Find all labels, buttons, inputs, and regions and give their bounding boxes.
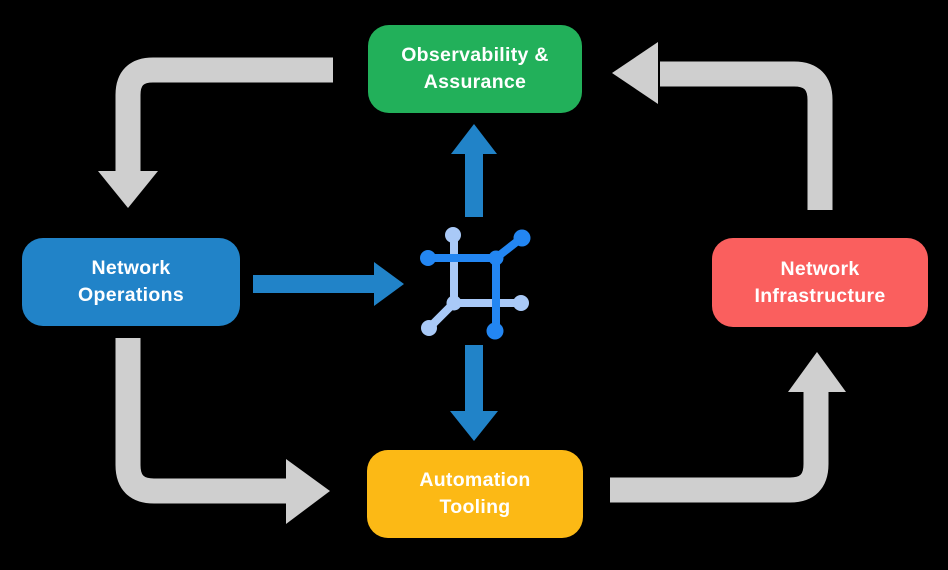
arrow-shaft <box>115 338 286 504</box>
icon-node-dark <box>513 229 531 247</box>
node-label: Automation Tooling <box>419 469 531 518</box>
arrow-head-right <box>286 459 330 524</box>
arrow-hub-to-automation <box>450 345 498 441</box>
arrow-shaft <box>115 57 333 173</box>
icon-node-light <box>513 295 529 311</box>
arrow-head-left <box>612 42 658 104</box>
arrow-head-up <box>451 124 497 154</box>
icon-node-dark <box>420 250 436 266</box>
node-label: Network Operations <box>78 257 184 306</box>
arrow-head-right <box>374 262 404 306</box>
arrow-operations-to-hub <box>253 262 404 306</box>
arrow-head-up <box>788 352 846 392</box>
icon-node-light <box>445 227 461 243</box>
arrow-head-down <box>98 171 158 208</box>
node-label: Observability & Assurance <box>401 44 549 93</box>
network-hub-icon <box>420 227 531 340</box>
icon-joint-light <box>446 295 462 311</box>
icon-node-light <box>421 320 437 336</box>
node-network-infrastructure: Network Infrastructure <box>712 238 928 327</box>
node-observability-assurance: Observability & Assurance <box>368 25 582 113</box>
arrow-hub-to-observability <box>451 124 497 217</box>
node-network-operations: Network Operations <box>22 238 240 326</box>
icon-node-dark <box>486 322 504 340</box>
arrow-shaft <box>660 61 833 210</box>
node-automation-tooling: Automation Tooling <box>367 450 583 538</box>
icon-joint-dark <box>488 250 504 266</box>
arrow-head-down <box>450 411 498 441</box>
arrow-infrastructure-to-observability <box>612 42 833 210</box>
arrow-operations-to-automation <box>115 338 330 524</box>
arrow-shaft <box>610 392 829 503</box>
node-label: Network Infrastructure <box>754 257 886 307</box>
arrow-automation-to-infrastructure <box>610 352 846 503</box>
arrow-observability-to-operations <box>98 57 333 208</box>
